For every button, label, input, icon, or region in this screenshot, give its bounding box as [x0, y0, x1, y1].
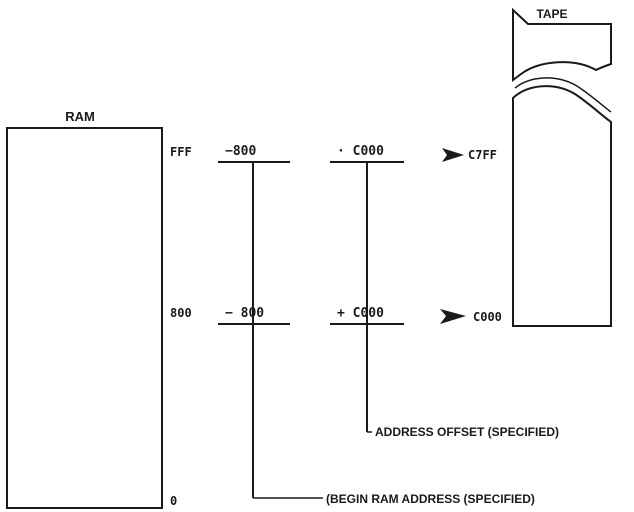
ram-address-800: 800: [170, 306, 192, 320]
ram-address-0: 0: [170, 494, 177, 508]
top-result-value: C7FF: [468, 148, 497, 162]
top-subtract-value: −800: [225, 144, 256, 159]
top-offset-value: · C000: [337, 144, 384, 159]
tape-title: TAPE: [536, 7, 567, 21]
ram-address-fff: FFF: [170, 145, 192, 159]
ram-block: [6, 127, 163, 509]
top-arrow-icon: [442, 148, 464, 162]
mid-arrow-icon: [440, 309, 466, 324]
mid-result-value: C000: [473, 310, 502, 324]
address-offset-label: ADDRESS OFFSET (SPECIFIED): [375, 425, 559, 439]
ram-title: RAM: [65, 109, 95, 124]
mid-offset-value: + C000: [337, 306, 384, 321]
begin-ram-address-label: (BEGIN RAM ADDRESS (SPECIFIED): [326, 492, 535, 506]
tape-strip: [512, 7, 612, 327]
mid-subtract-value: − 800: [225, 306, 264, 321]
